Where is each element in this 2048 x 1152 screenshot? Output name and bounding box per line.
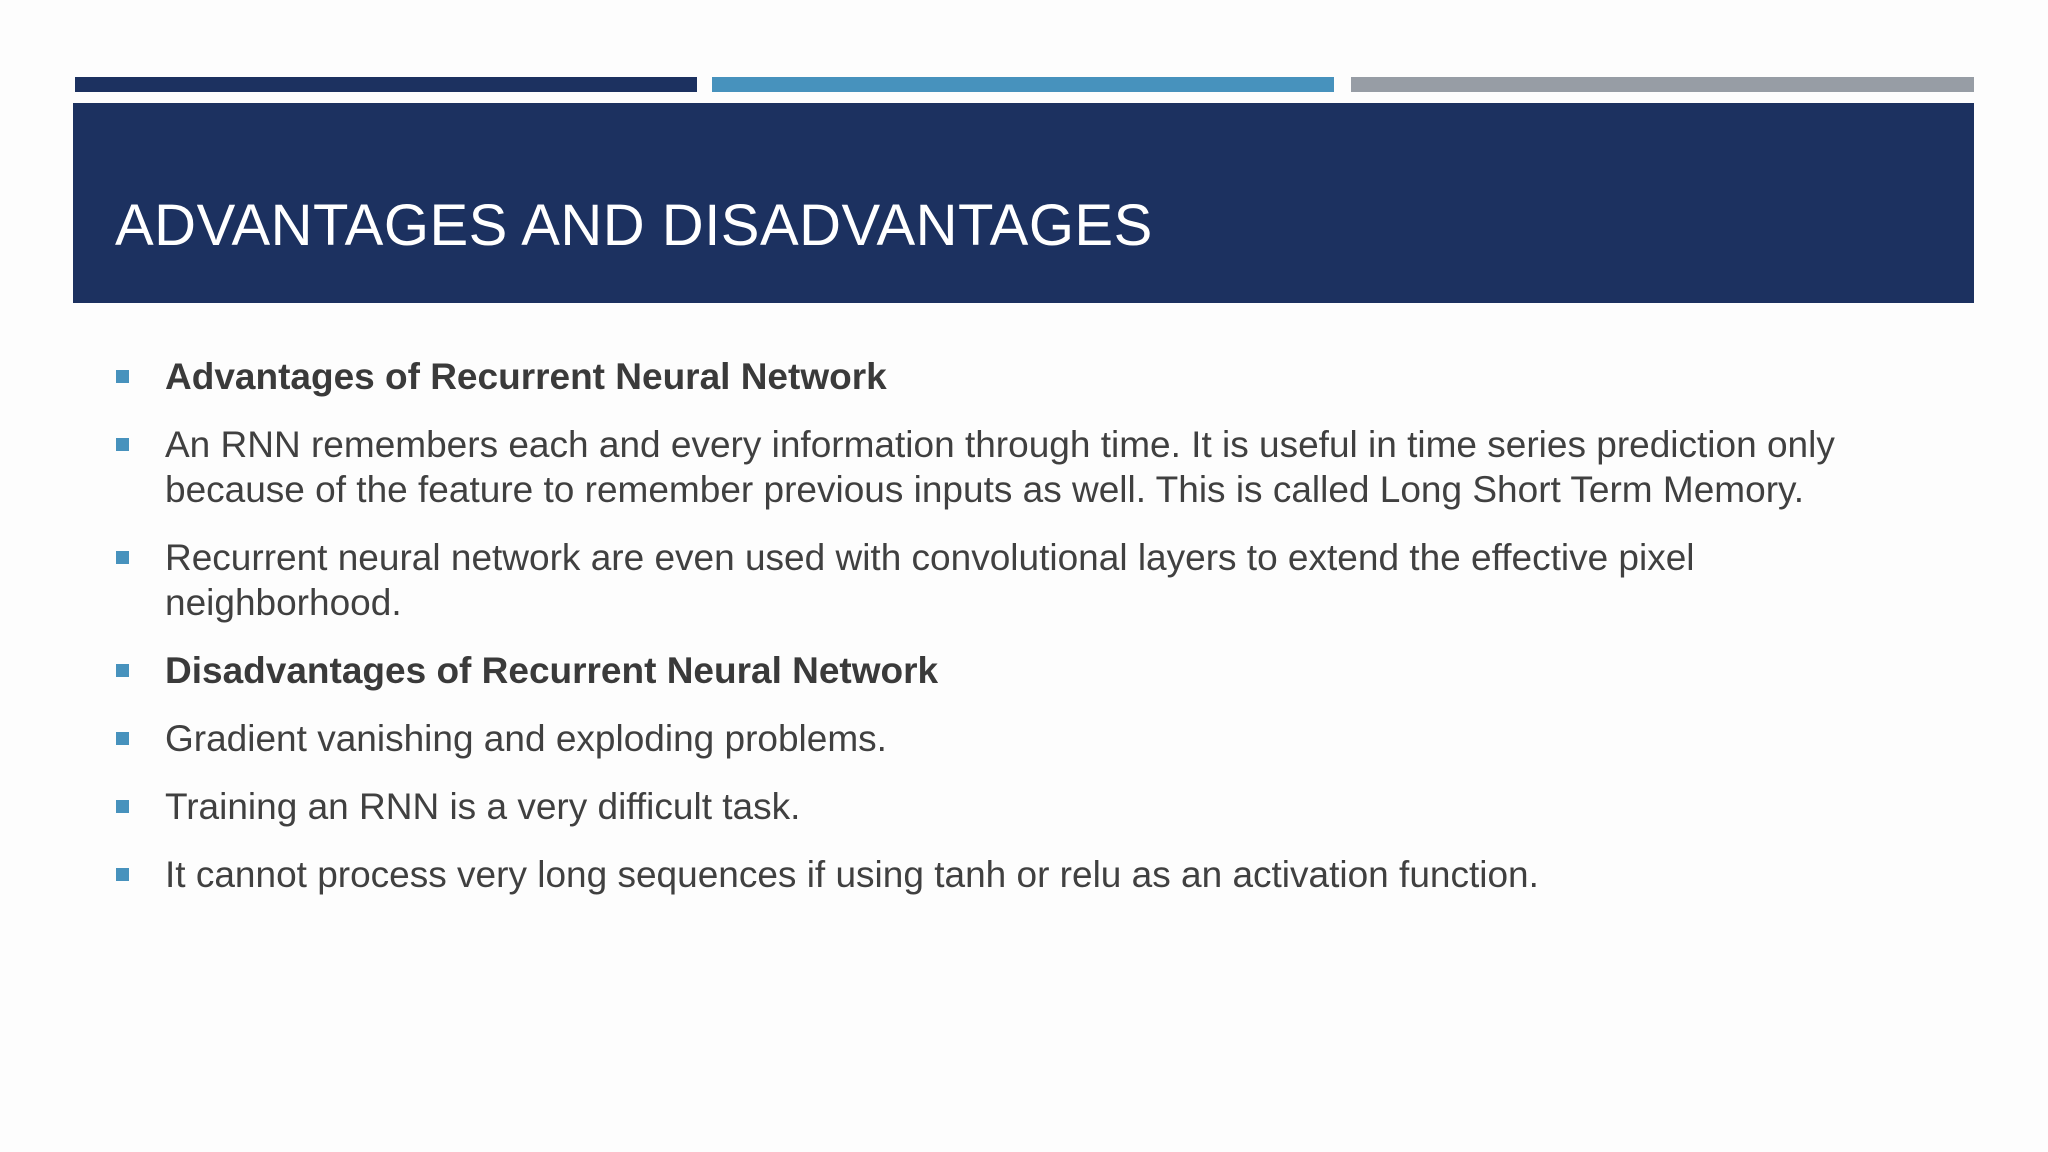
title-band: ADVANTAGES AND DISADVANTAGES	[73, 103, 1974, 303]
bullet-item: Gradient vanishing and exploding problem…	[116, 716, 1916, 761]
square-bullet-icon	[116, 732, 129, 745]
square-bullet-icon	[116, 800, 129, 813]
square-bullet-icon	[116, 551, 129, 564]
bullet-heading-disadvantages: Disadvantages of Recurrent Neural Networ…	[116, 648, 1916, 693]
bullet-text: Gradient vanishing and exploding problem…	[165, 718, 887, 759]
accent-bar-navy	[75, 77, 697, 92]
square-bullet-icon	[116, 438, 129, 451]
bullet-item: It cannot process very long sequences if…	[116, 852, 1916, 897]
accent-bar-blue	[712, 77, 1334, 92]
bullet-item: Recurrent neural network are even used w…	[116, 535, 1916, 625]
accent-bar-gray	[1351, 77, 1974, 92]
bullet-heading-advantages: Advantages of Recurrent Neural Network	[116, 354, 1916, 399]
bullet-text: Advantages of Recurrent Neural Network	[165, 356, 887, 397]
bullet-list: Advantages of Recurrent Neural Network A…	[116, 354, 1916, 920]
bullet-text: It cannot process very long sequences if…	[165, 854, 1539, 895]
bullet-item: An RNN remembers each and every informat…	[116, 422, 1916, 512]
square-bullet-icon	[116, 664, 129, 677]
bullet-item: Training an RNN is a very difficult task…	[116, 784, 1916, 829]
bullet-text: Training an RNN is a very difficult task…	[165, 786, 801, 827]
bullet-text: An RNN remembers each and every informat…	[165, 424, 1835, 510]
square-bullet-icon	[116, 370, 129, 383]
bullet-text: Disadvantages of Recurrent Neural Networ…	[165, 650, 939, 691]
square-bullet-icon	[116, 868, 129, 881]
bullet-text: Recurrent neural network are even used w…	[165, 537, 1695, 623]
slide-title: ADVANTAGES AND DISADVANTAGES	[115, 193, 1153, 258]
